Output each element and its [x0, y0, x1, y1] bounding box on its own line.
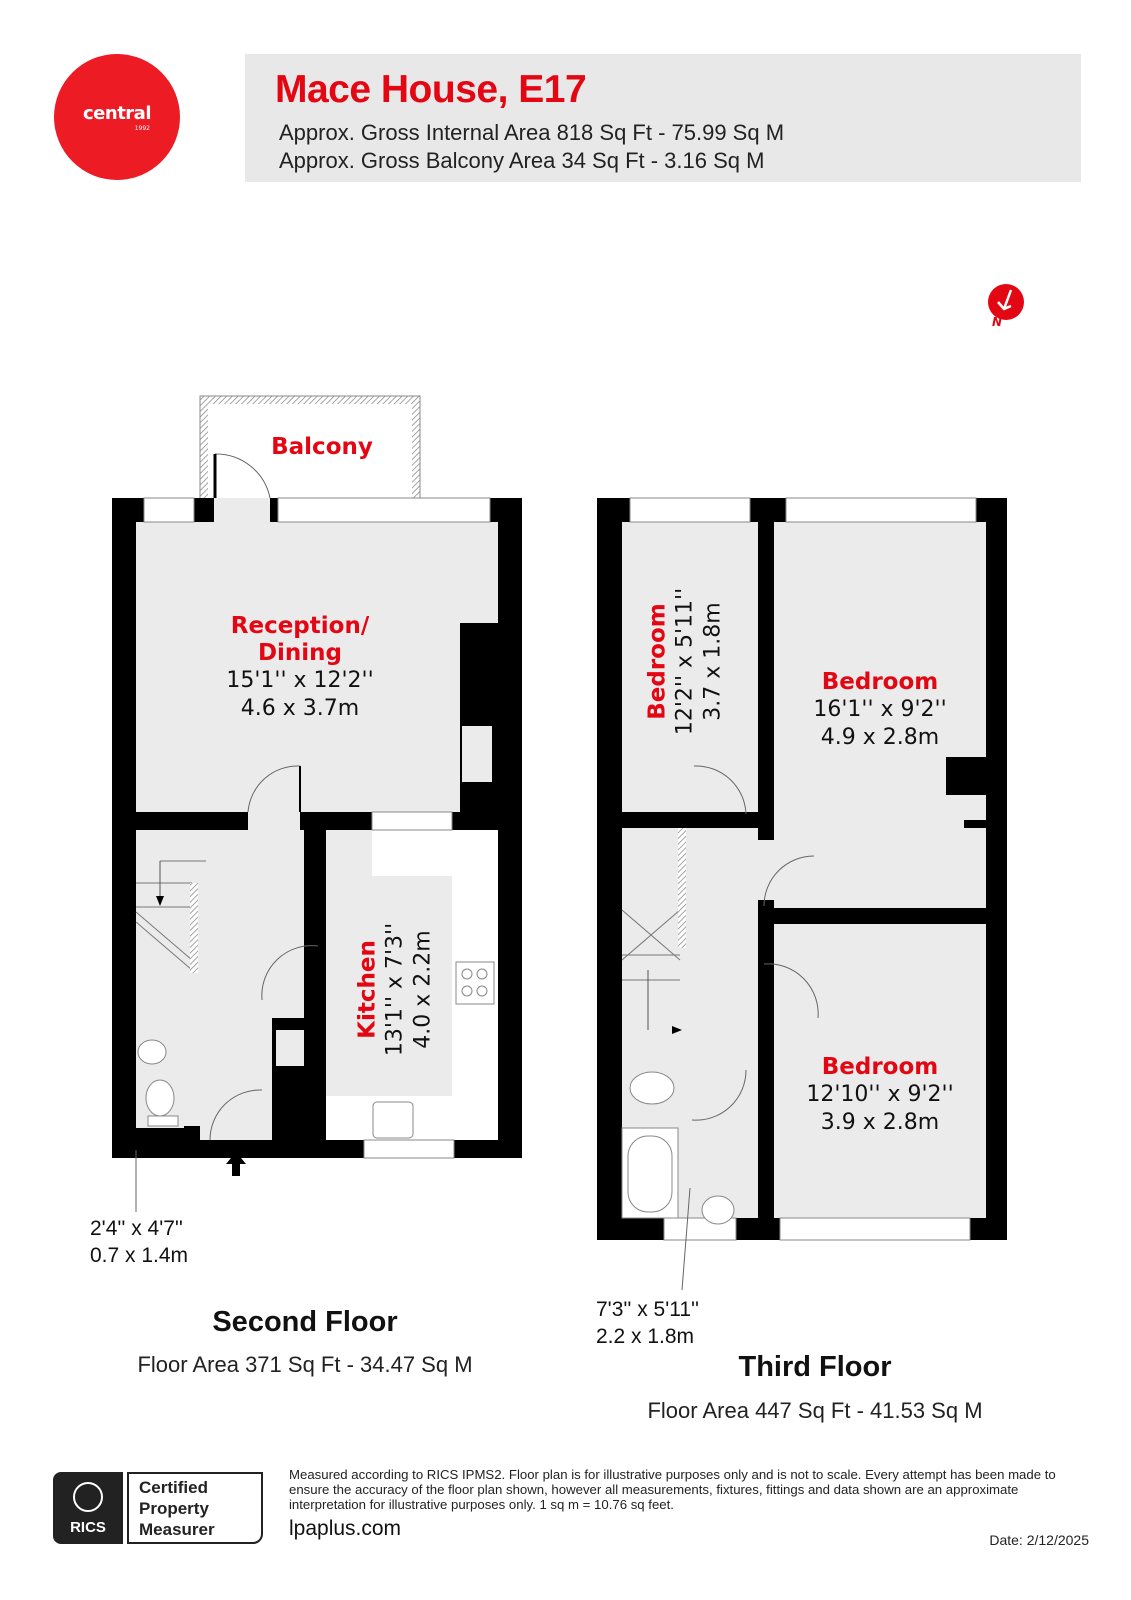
room-label-bedroom-small: Bedroom 12'2'' x 5'11'' 3.7 x 1.8m: [644, 587, 726, 736]
room-label-kitchen: Kitchen 13'1'' x 7'3'' 4.0 x 2.2m: [354, 922, 436, 1057]
certified-property-measurer: Certified Property Measurer: [127, 1472, 263, 1544]
room-label-bedroom-main: Bedroom 16'1'' x 9'2'' 4.9 x 2.8m: [813, 669, 947, 750]
third-floor-plan: [597, 497, 1007, 1291]
callout-bathroom-dimensions: 7'3'' x 5'11'' 2.2 x 1.8m: [596, 1298, 700, 1348]
room-label-bedroom-rear: Bedroom 12'10'' x 9'2'' 3.9 x 2.8m: [806, 1054, 954, 1135]
room-label-balcony: Balcony: [271, 434, 373, 460]
room-label-reception-dining: Reception/ Dining 15'1'' x 12'2'' 4.6 x …: [226, 613, 374, 721]
header-banner: Mace House, E17 Approx. Gross Internal A…: [245, 54, 1081, 182]
property-title: Mace House, E17: [275, 68, 587, 111]
svg-text:N: N: [992, 315, 1002, 326]
disclaimer-text: Measured according to RICS IPMS2. Floor …: [289, 1467, 1056, 1512]
second-floor-area: Floor Area 371 Sq Ft - 34.47 Sq M: [137, 1352, 473, 1377]
website-link[interactable]: lpaplus.com: [289, 1517, 402, 1540]
gross-internal-area: Approx. Gross Internal Area 818 Sq Ft - …: [279, 120, 785, 145]
central-logo: central 1992: [54, 54, 180, 180]
second-floor-plan: [112, 395, 522, 1212]
gross-balcony-area: Approx. Gross Balcony Area 34 Sq Ft - 3.…: [279, 148, 765, 173]
second-floor-title: Second Floor: [212, 1306, 398, 1338]
logo-brand-text: central: [83, 103, 152, 124]
logo-year-text: 1992: [134, 125, 150, 132]
north-arrow-icon: N: [988, 284, 1024, 326]
rics-certified-badge: RICS Certified Property Measurer: [53, 1472, 263, 1544]
callout-wc-dimensions: 2'4'' x 4'7'' 0.7 x 1.4m: [90, 1217, 189, 1267]
plan-date: Date: 2/12/2025: [989, 1532, 1089, 1548]
rics-logo: RICS: [53, 1472, 123, 1544]
rics-lion-icon: [73, 1482, 103, 1512]
third-floor-area: Floor Area 447 Sq Ft - 41.53 Sq M: [647, 1398, 983, 1423]
third-floor-title: Third Floor: [738, 1351, 892, 1383]
